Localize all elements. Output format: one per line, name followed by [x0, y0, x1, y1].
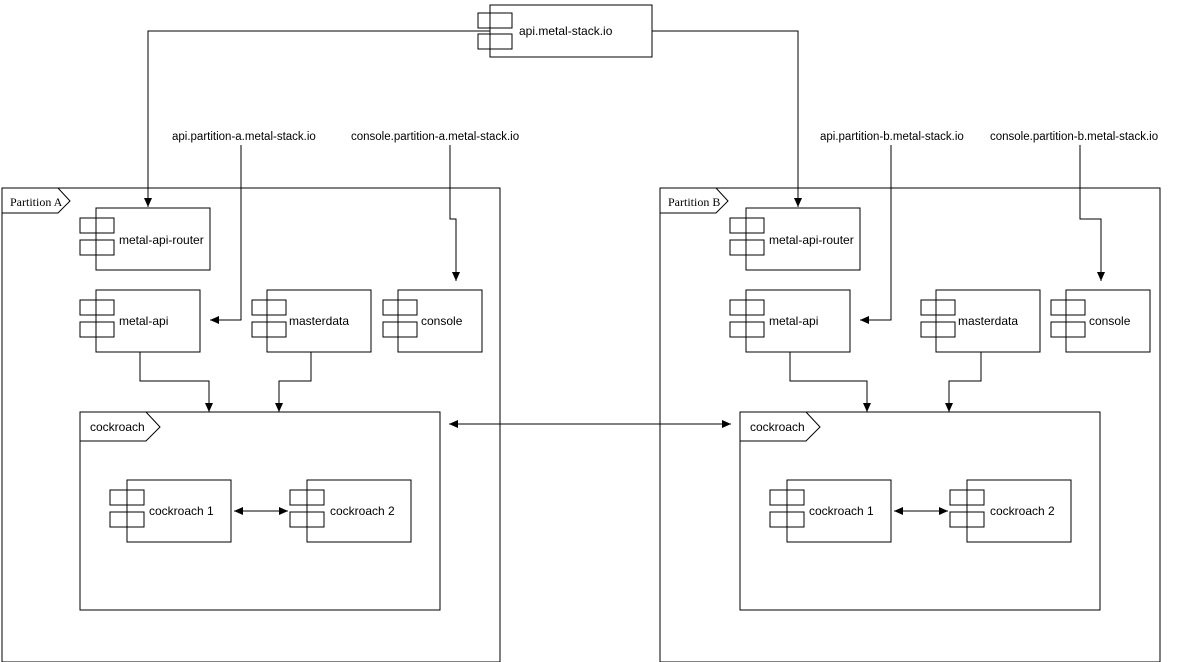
uml-component-icon — [729, 217, 765, 234]
uml-component-icon — [382, 321, 418, 338]
uml-component-icon — [289, 511, 325, 528]
uml-component-icon — [382, 299, 418, 316]
component-label: metal-api-router — [119, 233, 204, 247]
node-cockroach-2-a[interactable]: cockroach 2 — [289, 479, 412, 543]
uml-component-icon — [949, 489, 985, 506]
edge-label-api-partition-a: api.partition-a.metal-stack.io — [172, 131, 316, 143]
uml-component-icon — [1050, 299, 1086, 316]
edge-console-partition-b-to-console — [1079, 145, 1105, 281]
component-console-a[interactable]: console — [382, 289, 483, 353]
component-label: console — [1089, 314, 1131, 328]
edge-masterdata-a-to-cockroach — [275, 352, 312, 412]
node-cockroach-1-a[interactable]: cockroach 1 — [109, 479, 232, 543]
component-metal-api-router-a[interactable]: metal-api-router — [79, 207, 211, 271]
component-metal-api-router-b[interactable]: metal-api-router — [729, 207, 861, 271]
group-cockroach-a[interactable]: cockroach cockroach 1 cockroach 2 — [79, 411, 441, 611]
partition-a-container[interactable]: Partition A — [1, 187, 501, 662]
uml-component-icon — [1050, 321, 1086, 338]
component-console-b[interactable]: console — [1050, 289, 1151, 353]
component-body — [95, 289, 201, 353]
node-label: cockroach 2 — [990, 504, 1055, 518]
edge-api-partition-b-to-metal-api — [860, 145, 892, 324]
component-masterdata-a[interactable]: masterdata — [251, 289, 372, 353]
component-label: api.metal-stack.io — [519, 24, 613, 38]
uml-component-icon — [109, 489, 145, 506]
component-label: metal-api-router — [769, 233, 854, 247]
edge-label-console-partition-b: console.partition-b.metal-stack.io — [990, 131, 1158, 143]
node-cockroach-1-b[interactable]: cockroach 1 — [769, 479, 892, 543]
component-metal-api-a[interactable]: metal-api — [79, 289, 201, 353]
uml-component-icon — [79, 321, 115, 338]
uml-component-icon — [289, 489, 325, 506]
uml-component-icon — [79, 239, 115, 256]
component-body — [786, 479, 892, 543]
component-body — [397, 289, 483, 353]
edge-metal-api-a-to-cockroach — [139, 352, 213, 412]
uml-component-icon — [109, 511, 145, 528]
component-api-metal-stack-io[interactable]: api.metal-stack.io — [477, 4, 653, 58]
uml-component-icon — [251, 321, 287, 338]
partition-a-tab — [1, 187, 71, 214]
component-body — [745, 289, 851, 353]
edge-api-to-partition-a — [147, 30, 490, 199]
group-boundary — [79, 411, 441, 611]
partition-b-boundary — [659, 187, 1161, 662]
component-label: console — [421, 314, 463, 328]
edge-label-console-partition-a: console.partition-a.metal-stack.io — [351, 131, 519, 143]
node-cockroach-2-b[interactable]: cockroach 2 — [949, 479, 1072, 543]
uml-component-icon — [729, 299, 765, 316]
edge-api-partition-a-to-metal-api — [210, 145, 242, 324]
component-body — [306, 479, 412, 543]
component-masterdata-b[interactable]: masterdata — [920, 289, 1041, 353]
uml-component-icon — [949, 511, 985, 528]
uml-component-icon — [251, 299, 287, 316]
group-label: cockroach — [750, 420, 805, 434]
group-boundary — [739, 411, 1101, 611]
uml-component-icon — [729, 321, 765, 338]
component-body — [966, 479, 1072, 543]
component-body — [1065, 289, 1151, 353]
node-label: cockroach 2 — [330, 504, 395, 518]
partition-a-boundary — [1, 187, 501, 662]
component-body — [266, 289, 372, 353]
uml-component-icon — [477, 12, 513, 29]
component-label: masterdata — [289, 314, 349, 328]
edge-console-partition-a-to-console — [449, 145, 460, 281]
uml-component-icon — [477, 33, 513, 50]
edge-label-api-partition-b: api.partition-b.metal-stack.io — [820, 131, 964, 143]
component-body — [745, 207, 861, 271]
component-body — [95, 207, 211, 271]
component-label: metal-api — [119, 314, 168, 328]
component-metal-api-b[interactable]: metal-api — [729, 289, 851, 353]
uml-component-icon — [729, 239, 765, 256]
component-body — [489, 4, 653, 58]
uml-component-icon — [920, 321, 956, 338]
uml-component-icon — [79, 299, 115, 316]
group-cockroach-b[interactable]: cockroach cockroach 1 cockroach 2 — [739, 411, 1101, 611]
group-tab — [739, 411, 821, 442]
edge-metal-api-b-to-cockroach — [789, 352, 871, 412]
partition-b-tab — [659, 187, 729, 214]
uml-component-icon — [79, 217, 115, 234]
node-label: cockroach 1 — [809, 504, 874, 518]
component-body — [935, 289, 1041, 353]
uml-component-icon — [769, 511, 805, 528]
partition-b-label: Partition B — [668, 195, 720, 209]
component-label: metal-api — [769, 314, 818, 328]
component-body — [126, 479, 232, 543]
group-tab — [79, 411, 161, 442]
group-label: cockroach — [90, 420, 145, 434]
uml-component-icon — [769, 489, 805, 506]
component-label: masterdata — [958, 314, 1018, 328]
partition-a-label: Partition A — [10, 195, 63, 209]
node-label: cockroach 1 — [149, 504, 214, 518]
edge-masterdata-b-to-cockroach — [945, 352, 982, 412]
edge-api-to-partition-b — [652, 30, 799, 199]
partition-b-container[interactable]: Partition B — [659, 187, 1161, 662]
uml-component-icon — [920, 299, 956, 316]
